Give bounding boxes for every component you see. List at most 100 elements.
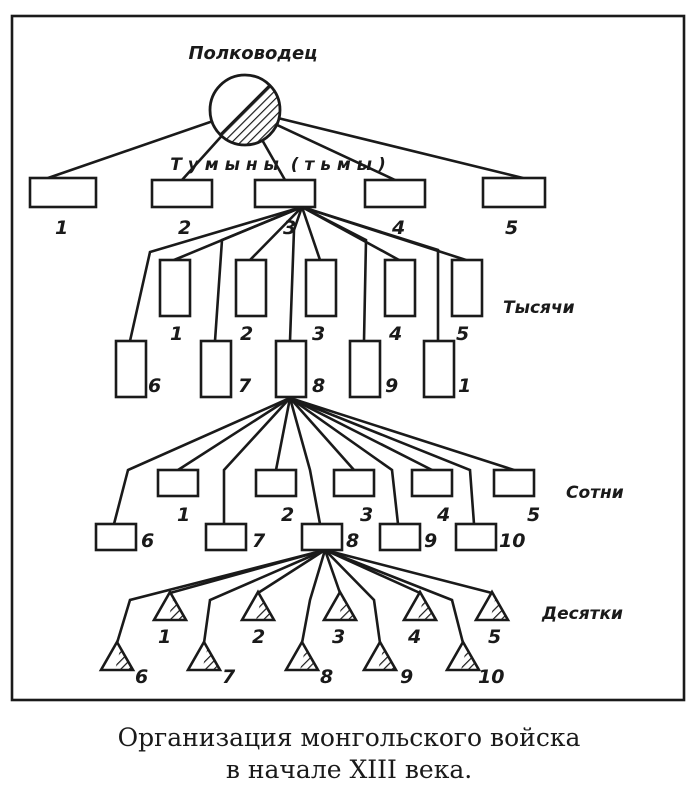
hundred-5 [492,468,536,498]
hundred-9 [378,522,422,552]
tumen-5-number: 5 [505,217,518,239]
edge-thousand8-hundred-6 [112,396,291,525]
tumen-3 [253,178,317,209]
tumen-2-number: 2 [178,217,191,239]
edge-tumen3-thousand-6 [128,205,303,342]
hundred-8 [300,522,344,552]
thousand-3 [304,258,338,318]
edge-hundred8-ten-10 [324,548,465,644]
ten-5-number: 5 [488,626,501,648]
tumens-label: Т у м ы н ы ( т ь м ы ) [170,155,386,175]
ten-2 [239,589,277,622]
thousand-9-number: 9 [385,375,398,397]
edge-hundred8-ten-7 [202,548,326,644]
ten-4-number: 4 [407,626,421,648]
commander-label: Полководец [188,43,317,64]
edge-thousand8-hundred-9 [289,396,400,525]
commander-circle [208,73,282,147]
thousand-6-number: 6 [148,375,161,397]
edge-thousand8-hundred-7 [222,397,291,524]
ten-3-number: 3 [332,626,345,648]
edge-hundred8-ten-3 [323,549,342,594]
edge-tumen3-thousand-3 [300,206,322,261]
thousand-8 [274,339,308,399]
thousand-7-number: 7 [238,375,252,397]
ten-7-number: 7 [222,666,236,688]
thousands-label: Тысячи [503,298,575,318]
hundred-9-number: 9 [424,530,437,552]
thousand-9 [348,339,382,399]
hundred-10-number: 10 [499,530,525,552]
hundred-2 [254,468,298,498]
edge-tumen3-thousand-8 [288,206,304,342]
edge-thousand8-hundred-10 [289,396,476,525]
hundred-8-number: 8 [346,530,359,552]
edge-tumen3-thousand-9 [301,205,368,342]
hundred-5-number: 5 [527,504,540,526]
hundreds-label: Сотни [566,483,624,503]
hundred-4-number: 4 [436,504,450,526]
commander-divider [219,84,271,136]
ten-5 [473,589,511,622]
hundred-3-number: 3 [360,504,373,526]
ten-8 [283,639,321,672]
tumen-1 [28,176,98,209]
ten-7 [185,639,223,672]
thousand-2-number: 2 [240,323,253,345]
caption-line-2: в начале XIII века. [225,755,473,784]
tens-label: Десятки [541,604,623,624]
hundred-6 [94,522,138,552]
edge-tumen3-thousand-2 [249,206,303,261]
edge-hundred8-ten-5 [324,548,493,595]
edge-tumen3-thousand-10 [301,205,440,341]
edge-thousand8-hundred-3 [289,397,355,471]
ten-1 [151,589,189,622]
edge-thousand8-hundred-2 [274,397,292,471]
edge-thousand8-hundred-8 [288,397,322,525]
tumen-3-number: 3 [283,217,296,239]
hundred-7-number: 7 [252,530,266,552]
ten-4 [401,589,439,622]
edge-thousand8-hundred-5 [289,396,515,472]
thousand-10 [422,339,456,399]
edge-hundred8-ten-9 [324,549,382,644]
thousand-10-number: 1 [458,375,471,397]
tumen-1-number: 1 [55,217,68,239]
ten-10 [444,639,482,672]
edge-hundred8-ten-6 [115,548,326,644]
ten-2-number: 2 [252,626,265,648]
hundred-1-number: 1 [177,504,190,526]
tumen-4-number: 4 [391,217,405,239]
tumen-4 [363,178,427,209]
hundred-10 [454,522,498,552]
thousand-1 [158,258,192,318]
tumen-5 [481,176,547,209]
thousand-3-number: 3 [312,323,325,345]
ten-10-number: 10 [478,666,504,688]
thousand-7 [199,339,233,399]
hundred-6-number: 6 [141,530,154,552]
ten-9-number: 9 [400,666,413,688]
edge-commander-tumen-5 [244,108,524,180]
tumen-2 [150,178,214,209]
thousand-2 [234,258,268,318]
edge-thousand8-hundred-4 [289,396,433,472]
ten-3 [321,589,359,622]
hundred-3 [332,468,376,498]
thousand-4 [383,258,417,318]
commander-white-half [209,74,270,135]
caption-line-1: Организация монгольского войска [117,723,581,752]
ten-8-number: 8 [320,666,333,688]
thousand-4-number: 4 [388,323,402,345]
edge-hundred8-ten-2 [257,548,326,595]
thousand-8-number: 8 [312,375,325,397]
thousand-6 [114,339,148,399]
edge-tumen3-thousand-7 [213,205,303,342]
ten-1-number: 1 [158,626,171,648]
ten-6 [98,639,136,672]
hundred-2-number: 2 [281,504,294,526]
edge-hundred8-ten-8 [300,549,327,644]
thousand-1-number: 1 [170,323,183,345]
ten-6-number: 6 [135,666,148,688]
